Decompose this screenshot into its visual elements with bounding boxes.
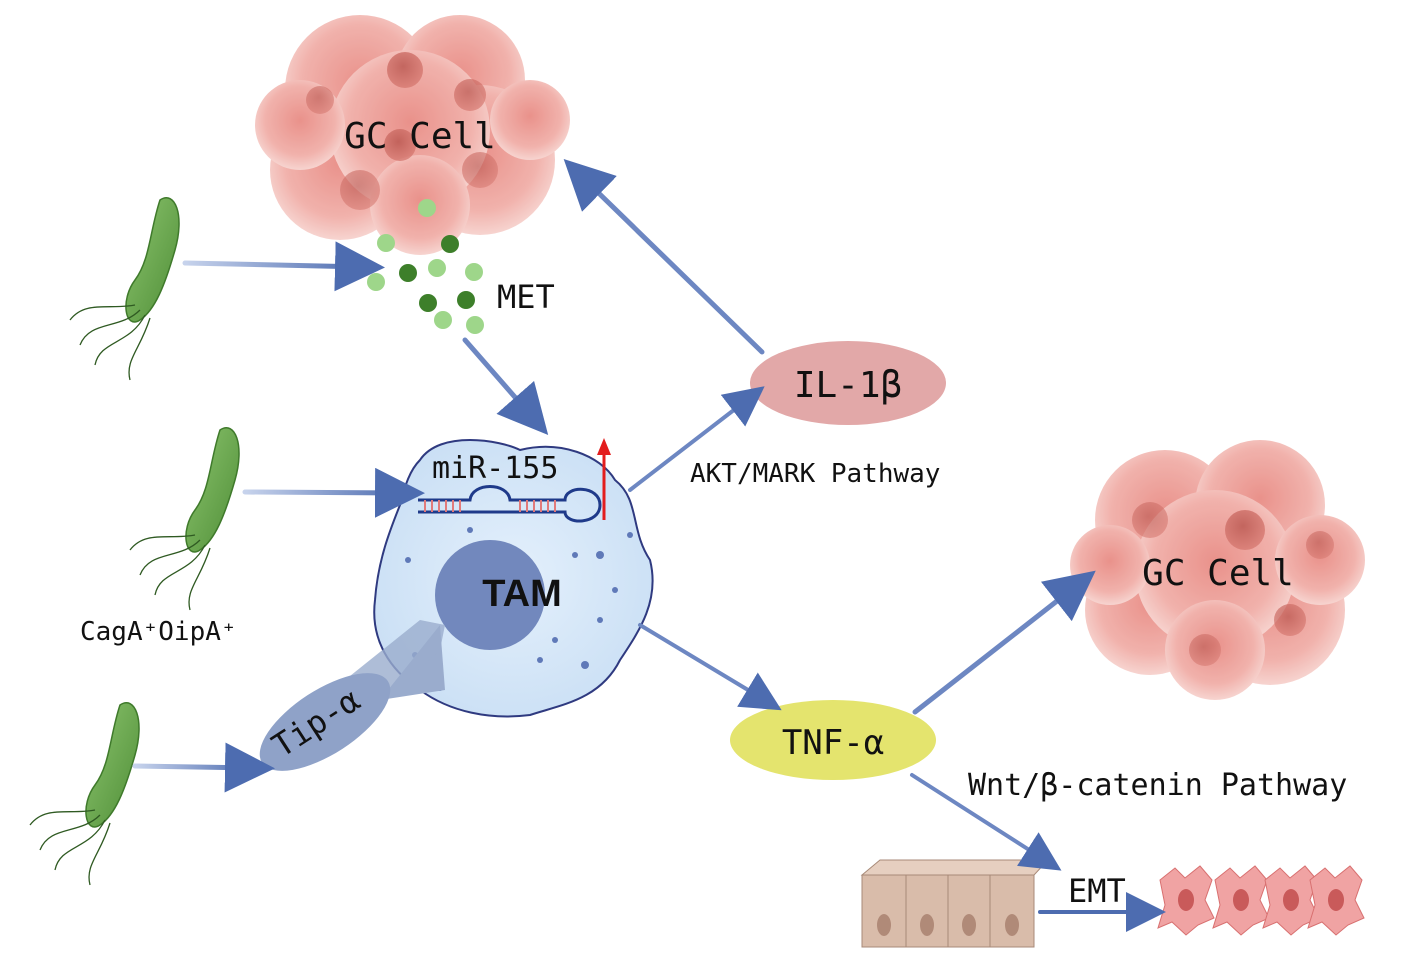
- arrow-bacteria-to-mir155: [242, 467, 425, 518]
- bacteria-top: [69, 197, 180, 381]
- bacteria-middle: [129, 427, 240, 611]
- il1b-label: IL-1β: [794, 365, 902, 406]
- epithelial-cells: [860, 859, 1050, 948]
- akt-pathway-label: AKT/MARK Pathway: [690, 459, 940, 489]
- gc-cell-top-label: GC Cell: [344, 116, 496, 157]
- il1b-node: IL-1β: [750, 341, 946, 425]
- bacteria-bottom: [29, 702, 140, 886]
- wnt-pathway-label: Wnt/β-catenin Pathway: [968, 768, 1347, 803]
- gc-cell-right-label: GC Cell: [1142, 553, 1294, 594]
- tam-macrophage: miR-155 TAM: [373, 438, 654, 718]
- tnf-alpha-node: TNF-α: [730, 700, 936, 780]
- emt-label: EMT: [1068, 872, 1126, 910]
- mir155-hairpin: [418, 485, 602, 523]
- tnf-alpha-label: TNF-α: [782, 723, 884, 763]
- gc-cell-cluster-top: GC Cell: [255, 15, 570, 255]
- arrow-tnf-to-emt: [910, 773, 1062, 871]
- arrows: [132, 159, 1166, 932]
- tam-label: TAM: [482, 573, 562, 615]
- upregulation-arrow-icon: [597, 438, 611, 520]
- tip-alpha-block: Tip-α: [259, 620, 445, 771]
- arrow-tnf-to-gc-right: [912, 570, 1096, 715]
- arrow-tam-to-il1b: [628, 386, 765, 492]
- mesenchymal-cells: [1157, 865, 1365, 936]
- arrow-il1b-to-gc-top: [563, 159, 765, 355]
- arrow-bacteria-to-tip: [132, 742, 275, 793]
- met-vesicles: [367, 199, 484, 334]
- arrow-met-to-tam: [462, 337, 549, 436]
- met-label: MET: [497, 278, 555, 316]
- tam-nucleus: [435, 540, 545, 650]
- mir155-label: miR-155: [432, 451, 558, 486]
- gc-cell-cluster-right: GC Cell: [1070, 440, 1365, 700]
- arrow-bacteria-to-met: [182, 241, 385, 292]
- caga-oipa-label: CagA⁺OipA⁺: [80, 617, 237, 647]
- arrow-tam-to-tnf: [638, 623, 782, 711]
